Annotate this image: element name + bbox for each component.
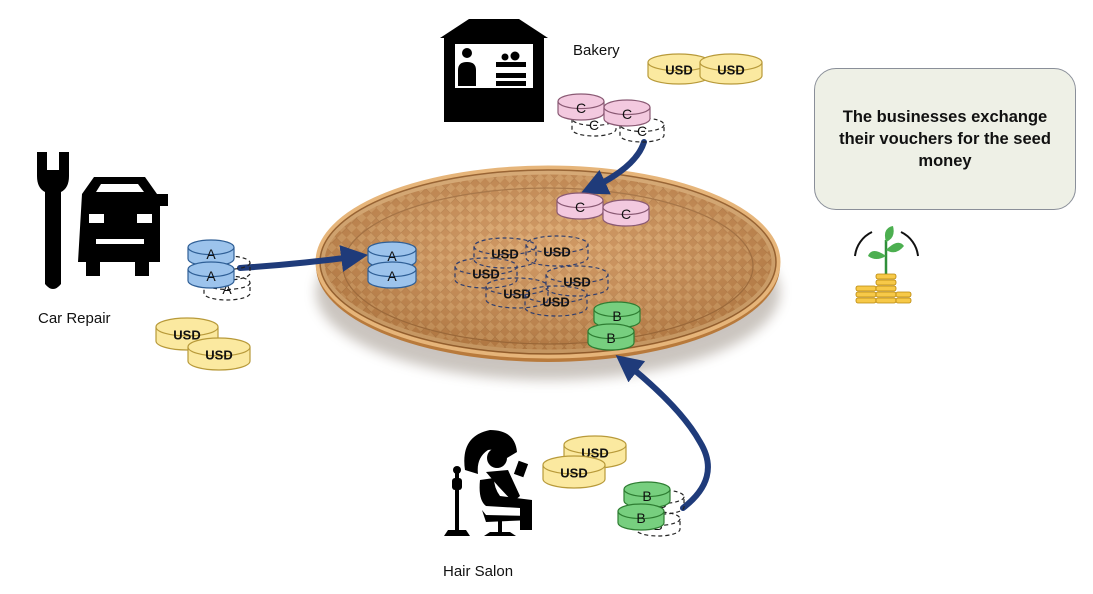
storefront-icon: [440, 19, 548, 122]
car-repair-label: Car Repair: [38, 310, 111, 327]
usd-coin-label: USD: [665, 62, 692, 77]
voucher-c-label: C: [621, 206, 631, 222]
hair-dryer-chair-icon: [444, 430, 532, 536]
usd-coin-outline: USD: [454, 257, 518, 289]
seed-money-icon: [854, 226, 919, 304]
voucher-a-label: A: [206, 268, 216, 284]
usd-coin-outline-label: USD: [491, 246, 518, 261]
arrows: [237, 139, 711, 511]
usd-coin-outline-label: USD: [542, 294, 569, 309]
voucher-a: A: [187, 239, 235, 267]
usd-coin-outline: USD: [545, 265, 609, 297]
voucher-b: B: [587, 323, 635, 351]
voucher-b: B: [623, 481, 671, 509]
voucher-a: A: [187, 261, 235, 289]
voucher-a-label: A: [387, 268, 397, 284]
voucher-b: B: [617, 503, 665, 531]
usd-coin-label: USD: [205, 347, 232, 362]
voucher-c-label: C: [622, 106, 632, 122]
callout-box: The businesses exchange their vouchers f…: [814, 68, 1076, 210]
voucher-a-outline-label: A: [222, 281, 232, 297]
voucher-c: C: [602, 199, 650, 227]
voucher-a: A: [367, 261, 417, 289]
voucher-c: C: [603, 99, 651, 127]
usd-coin-label: USD: [560, 465, 587, 480]
usd-coin: USD: [647, 53, 711, 85]
callout-text: The businesses exchange their vouchers f…: [839, 108, 1051, 170]
coins-layer: USDUSDCCCCCCAAAAUSDUSDAAUSDUSDUSDUSDUSDU…: [155, 53, 763, 537]
bakery-label: Bakery: [573, 42, 620, 59]
hair-salon-label: Hair Salon: [443, 563, 514, 580]
usd-coin: USD: [187, 337, 251, 371]
wrench-car-icon: [37, 152, 168, 289]
usd-coin-label: USD: [717, 62, 744, 77]
usd-coin-outline-label: USD: [503, 286, 530, 301]
voucher-a-label: A: [387, 248, 397, 264]
voucher-c: C: [557, 93, 605, 121]
usd-coin-outline: USD: [524, 285, 588, 317]
usd-coin-outline-label: USD: [472, 266, 499, 281]
voucher-b-label: B: [642, 488, 651, 504]
arrow-car-repair-to-basket: [237, 245, 369, 272]
usd-coin-outline: USD: [525, 235, 589, 267]
voucher-b: B: [593, 301, 641, 329]
usd-coin: USD: [699, 53, 763, 85]
arrow-bakery-to-basket: [580, 139, 647, 195]
voucher-b-label: B: [606, 330, 615, 346]
voucher-c-label: C: [576, 100, 586, 116]
usd-coin-outline-label: USD: [543, 244, 570, 259]
voucher-c-outline-label: C: [637, 123, 647, 139]
usd-coin-label: USD: [173, 327, 200, 342]
voucher-b-label: B: [612, 308, 621, 324]
voucher-a-label: A: [206, 246, 216, 262]
voucher-c-label: C: [575, 199, 585, 215]
voucher-b-label: B: [636, 510, 645, 526]
usd-coin: USD: [542, 455, 606, 489]
voucher-c: C: [556, 192, 604, 220]
usd-coin: USD: [563, 435, 627, 469]
usd-coin-outline-label: USD: [563, 274, 590, 289]
voucher-c-outline-label: C: [589, 117, 599, 133]
usd-coin-outline: USD: [473, 237, 537, 269]
arrow-hair-salon-to-basket: [615, 354, 711, 511]
